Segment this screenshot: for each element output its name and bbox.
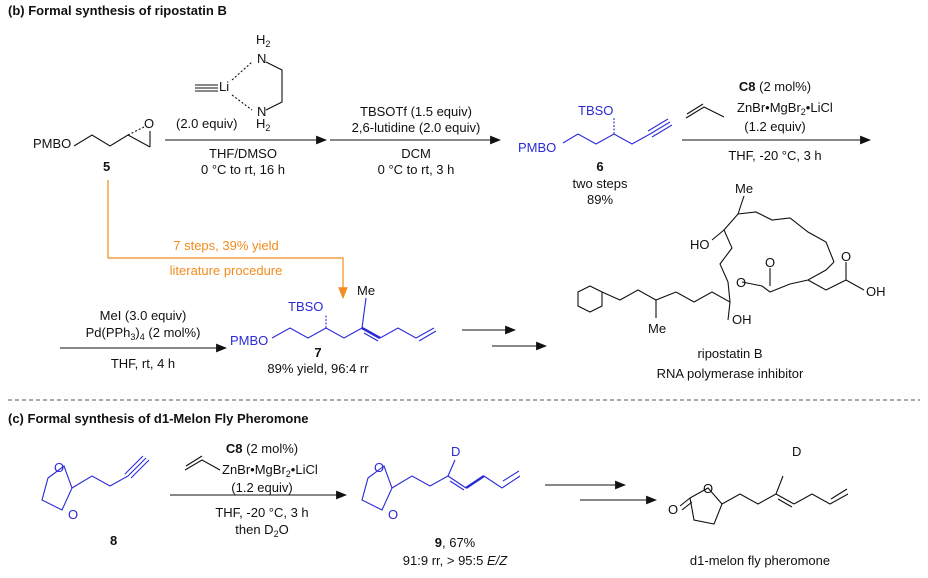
compound8-label: 8 <box>110 533 118 548</box>
pheromone-carbonyl-o: O <box>668 502 679 517</box>
step2-solvent: DCM <box>401 146 431 161</box>
ripostatin-o-acid: O <box>841 249 852 264</box>
compound5-pmbo: PMBO <box>33 136 72 151</box>
compound9-label: 9, 67% <box>434 535 476 550</box>
step4-reagent1: MeI (3.0 equiv) <box>99 308 187 323</box>
literature-steps: 7 steps, 39% yield <box>173 238 279 253</box>
compound8-o-bottom: O <box>68 507 79 522</box>
step3-conditions: THF, -20 °C, 3 h <box>728 148 822 163</box>
step2-reagent2: 2,6-lutidine (2.0 equiv) <box>351 120 481 135</box>
stepc-conditions: THF, -20 °C, 3 h <box>215 505 309 520</box>
section-c-title: (c) Formal synthesis of d1-Melon Fly Phe… <box>8 411 309 426</box>
step3-catalyst: C8 (2 mol%) <box>738 79 812 94</box>
compound6-tbso: TBSO <box>578 103 614 118</box>
stepc-quench: then D2O <box>235 522 289 539</box>
compound7-pmbo: PMBO <box>230 333 269 348</box>
h2-bottom: H2 <box>256 116 271 133</box>
pheromone-name: d1-melon fly pheromone <box>689 553 831 568</box>
compound6-label: 6 <box>596 159 604 174</box>
compound7-label: 7 <box>314 345 322 360</box>
pheromone-ring-o: O <box>703 481 714 496</box>
step1-conditions: 0 °C to rt, 16 h <box>201 162 285 177</box>
step3-reagent: ZnBr•MgBr2•LiCl <box>737 100 833 117</box>
compound6-note: two steps <box>572 176 628 191</box>
compound9-o-bottom: O <box>388 507 399 522</box>
stepc-equiv: (1.2 equiv) <box>231 480 293 495</box>
ripostatin-o-ester: O <box>736 275 747 290</box>
compound7-me: Me <box>357 283 376 298</box>
literature-procedure: literature procedure <box>169 263 283 278</box>
compound9-d: D <box>451 444 461 459</box>
n-bottom: N <box>257 104 267 119</box>
step4-reagent2: Pd(PPh3)4 (2 mol%) <box>85 325 201 342</box>
step1-equiv: (2.0 equiv) <box>176 116 238 131</box>
section-b-title: (b) Formal synthesis of ripostatin B <box>8 3 227 18</box>
compound7-yield: 89% yield, 96:4 rr <box>267 361 369 376</box>
compound5-epoxide-o: O <box>144 116 155 131</box>
compound5-label: 5 <box>103 159 111 174</box>
compound7-tbso: TBSO <box>288 299 324 314</box>
pheromone-d: D <box>792 444 802 459</box>
step3-equiv: (1.2 equiv) <box>744 119 806 134</box>
step2-conditions: 0 °C to rt, 3 h <box>377 162 455 177</box>
compound6-pmbo: PMBO <box>518 140 557 155</box>
ripostatin-ho: HO <box>690 237 710 252</box>
ripostatin-oh: OH <box>732 312 752 327</box>
ripostatin-name: ripostatin B <box>697 346 763 361</box>
ripostatin-me-top: Me <box>735 181 754 196</box>
step1-solvent: THF/DMSO <box>209 146 277 161</box>
stepc-reagent: ZnBr•MgBr2•LiCl <box>222 462 318 479</box>
li-atom: Li <box>219 79 230 94</box>
step2-reagent1: TBSOTf (1.5 equiv) <box>360 104 472 119</box>
ripostatin-me-bottom: Me <box>648 321 667 336</box>
n-top: N <box>257 51 267 66</box>
compound9-selectivity: 91:9 rr, > 95:5 E/Z <box>402 553 508 568</box>
compound6-yield: 89% <box>586 192 614 207</box>
step4-conditions: THF, rt, 4 h <box>110 356 176 371</box>
stepc-catalyst: C8 (2 mol%) <box>225 441 299 456</box>
ripostatin-oh-acid: OH <box>866 284 886 299</box>
literature-route-line <box>107 180 348 300</box>
compound8-o-top: O <box>54 460 65 475</box>
ripostatin-description: RNA polymerase inhibitor <box>656 366 804 381</box>
h2-top: H2 <box>256 32 271 49</box>
ripostatin-o-carbonyl: O <box>765 255 776 270</box>
compound9-o-top: O <box>374 460 385 475</box>
